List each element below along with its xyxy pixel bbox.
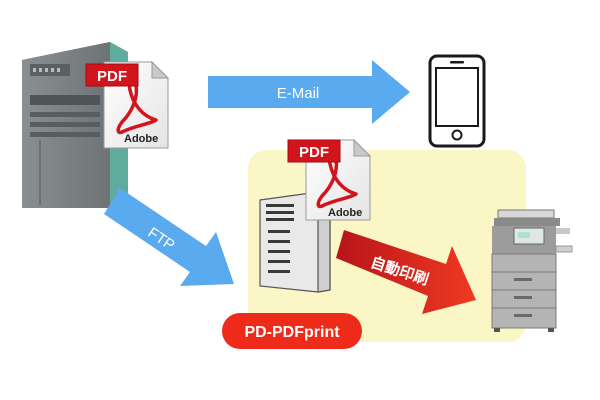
ftp-arrow: FTP [104, 188, 234, 286]
pdf-adobe-brand-server: Adobe [328, 207, 362, 219]
adobe-logo-icon [116, 80, 158, 135]
pdf-document-icon-server: Adobe PDF [287, 138, 372, 221]
email-label: E-Mail [277, 85, 320, 102]
email-arrow: E-Mail [208, 60, 410, 124]
multifunction-printer-icon [491, 209, 573, 332]
pdf-document-icon: Adobe PDF [85, 60, 170, 149]
pd-pdfprint-badge: PD-PDFprint [222, 313, 362, 349]
smartphone-icon [428, 54, 486, 148]
pdf-badge-label: PDF [97, 68, 127, 85]
product-label: PD-PDFprint [244, 324, 340, 341]
pdf-adobe-brand: Adobe [124, 133, 158, 145]
adobe-logo-icon-server [316, 154, 358, 209]
pdf-badge-label-server: PDF [299, 144, 329, 161]
